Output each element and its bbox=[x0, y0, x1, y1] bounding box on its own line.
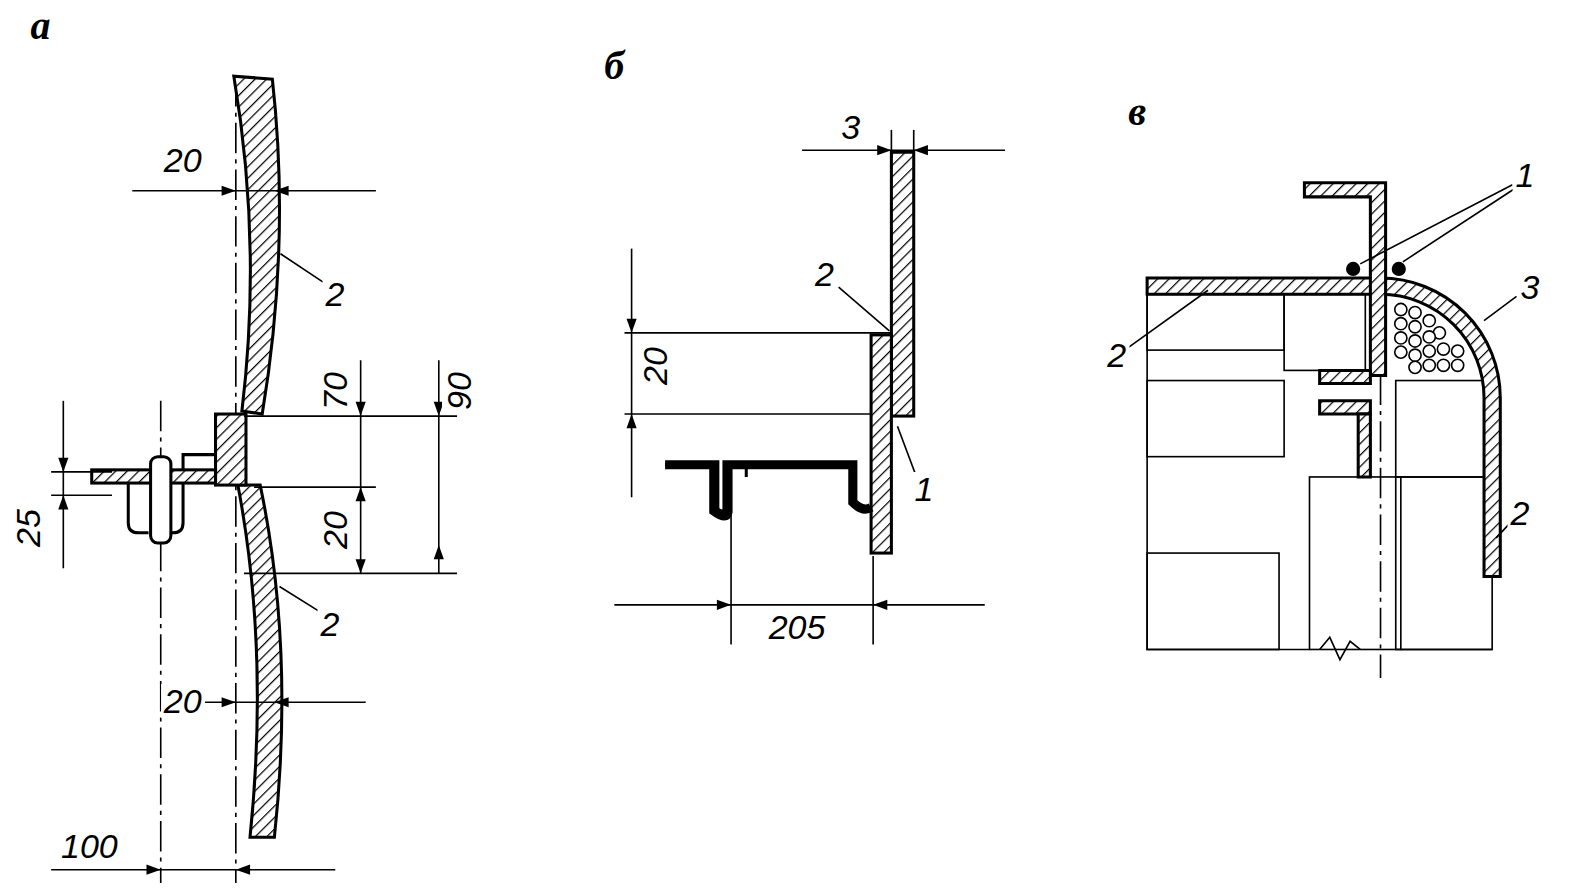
dimension-label: 3 bbox=[838, 110, 863, 144]
panel-letter: б bbox=[601, 46, 627, 86]
callout-number: 2 bbox=[318, 607, 343, 641]
dimension-label: 100 bbox=[58, 829, 121, 863]
panel-v-drawing bbox=[1129, 183, 1517, 678]
dimension-label: 20 bbox=[161, 143, 205, 177]
callout-number: 2 bbox=[812, 257, 837, 291]
dimension-label: 25 bbox=[11, 506, 45, 550]
panel-b-drawing bbox=[614, 130, 1005, 645]
panel-letter: в bbox=[1125, 92, 1149, 132]
dimension-label: 90 bbox=[442, 369, 476, 413]
callout-number: 2 bbox=[1507, 496, 1532, 530]
panel-letter: а bbox=[28, 6, 54, 46]
callout-number: 1 bbox=[911, 472, 936, 506]
callout-number: 1 bbox=[1513, 158, 1538, 192]
dimension-label: 70 bbox=[318, 369, 352, 413]
callout-number: 3 bbox=[1518, 270, 1543, 304]
dimension-label: 20 bbox=[638, 344, 672, 388]
dimension-label: 20 bbox=[161, 684, 205, 718]
callout-number: 2 bbox=[323, 277, 348, 311]
dimension-label: 205 bbox=[766, 610, 829, 644]
dimension-label: 20 bbox=[318, 508, 352, 552]
callout-number: 2 bbox=[1104, 338, 1129, 372]
panel-a-drawing bbox=[51, 76, 457, 883]
